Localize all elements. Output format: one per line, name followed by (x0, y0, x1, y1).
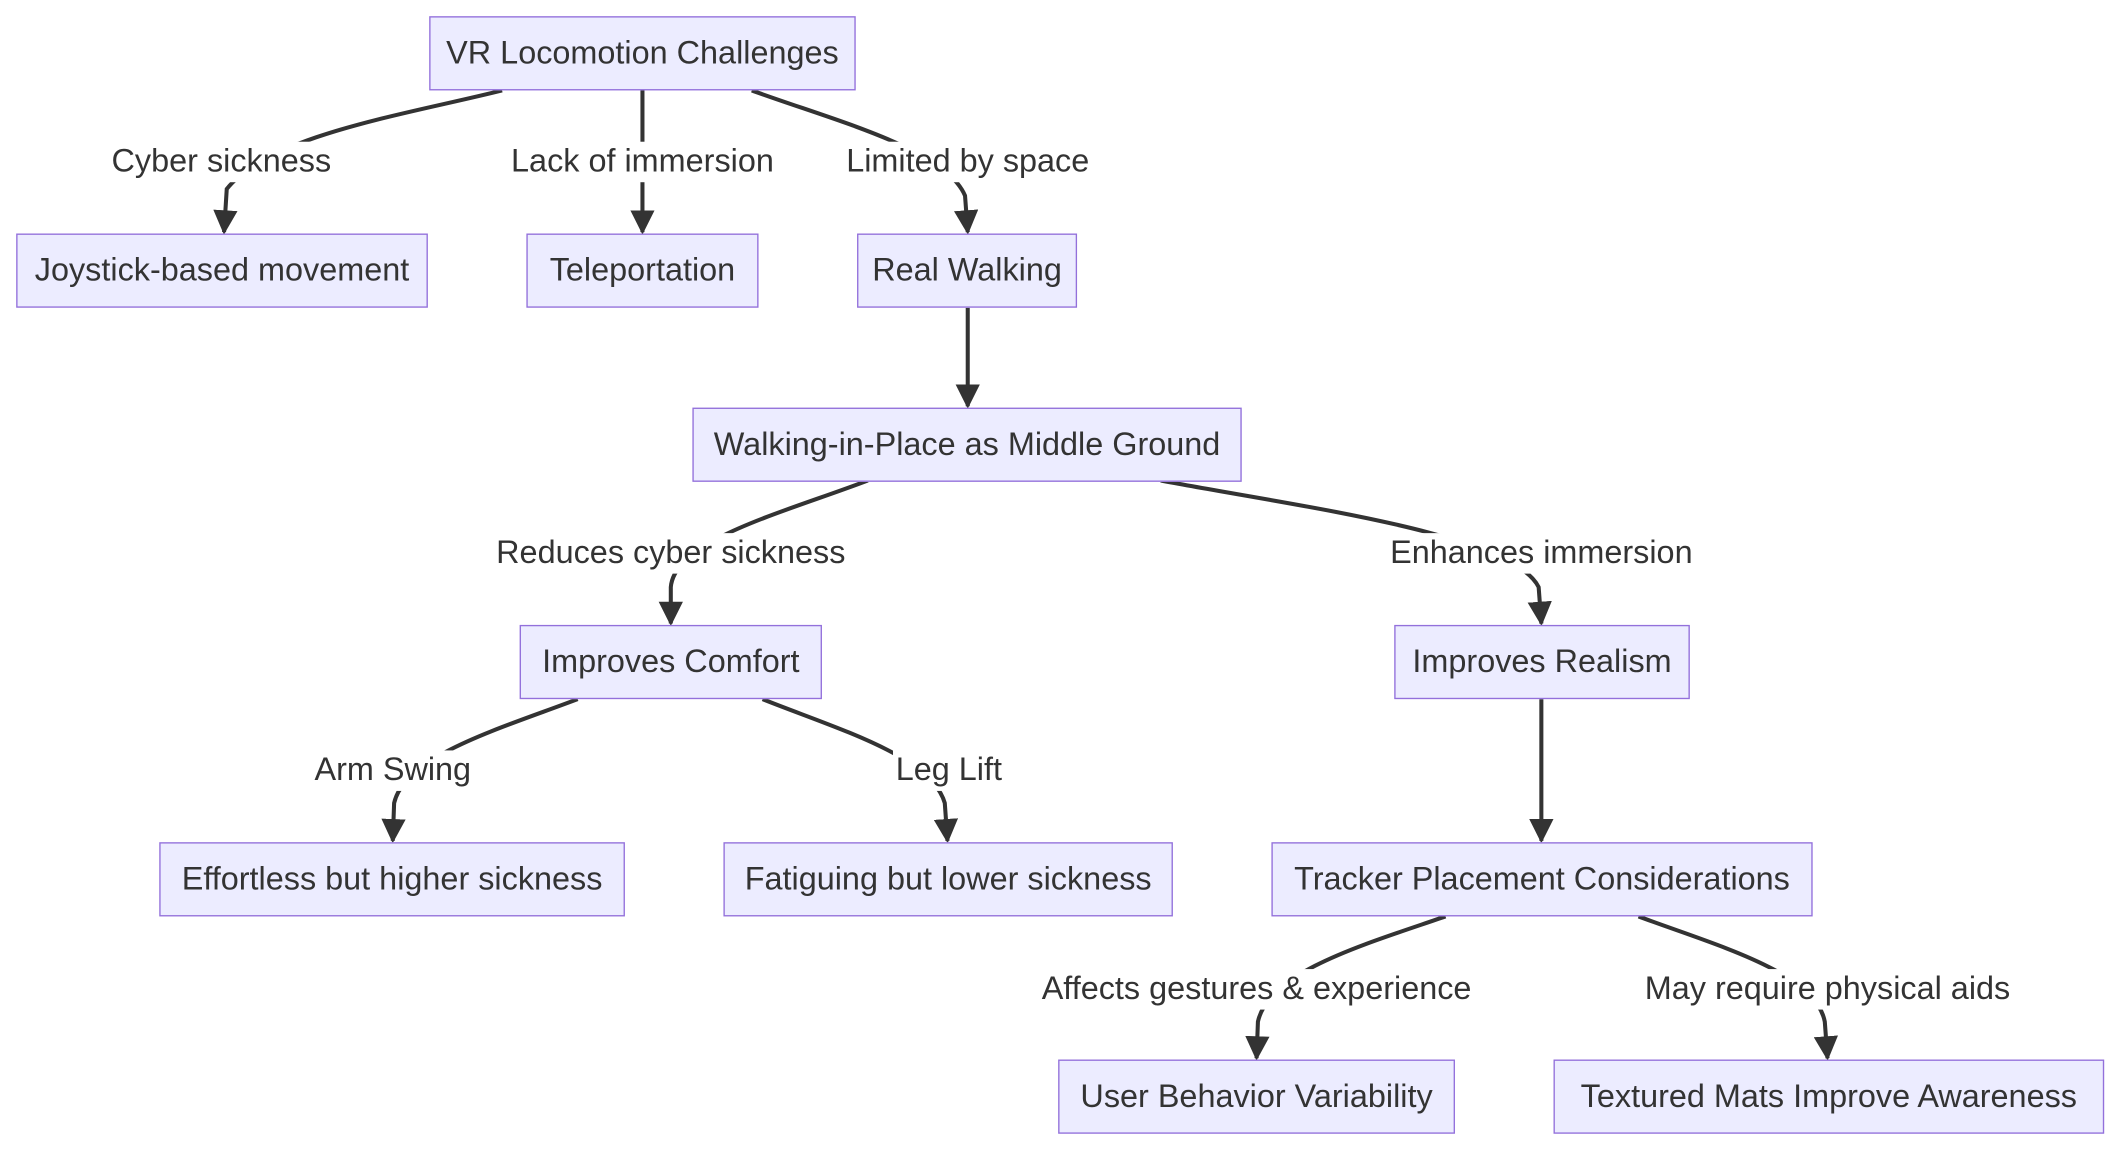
node-improves-realism: Improves Realism (1394, 624, 1690, 700)
edge-tracker-mats (1637, 914, 1838, 1061)
node-real-walking: Real Walking (857, 233, 1078, 308)
edge-label-leg-lift: Leg Lift (893, 750, 1005, 791)
node-user-behavior-variability: User Behavior Variability (1058, 1059, 1455, 1134)
node-textured-mats: Textured Mats Improve Awareness (1553, 1059, 2105, 1134)
edge-label-reduces-cyber-sickness: Reduces cyber sickness (493, 533, 849, 574)
node-effortless-higher-sickness: Effortless but higher sickness (159, 842, 625, 917)
node-tracker-placement: Tracker Placement Considerations (1271, 842, 1813, 917)
edge-wip-comfort (658, 478, 869, 626)
node-improves-comfort: Improves Comfort (519, 624, 822, 700)
edge-label-enhances-immersion: Enhances immersion (1387, 533, 1696, 574)
edge-vr-walking (751, 88, 979, 235)
edge-comfort-fatiguing (761, 697, 959, 844)
edge-label-limited-by-space: Limited by space (843, 141, 1092, 183)
node-vr-locomotion-challenges: VR Locomotion Challenges (429, 16, 856, 91)
node-joystick-movement: Joystick-based movement (16, 233, 428, 308)
edge-label-affects-gestures: Affects gestures & experience (1038, 969, 1475, 1010)
edge-label-cyber-sickness: Cyber sickness (108, 141, 334, 183)
node-teleportation: Teleportation (526, 233, 759, 308)
edge-label-arm-swing: Arm Swing (311, 750, 474, 791)
node-fatiguing-lower-sickness: Fatiguing but lower sickness (723, 842, 1173, 917)
edge-tracker-behavior (1245, 914, 1447, 1061)
edge-label-physical-aids: May require physical aids (1642, 969, 2013, 1010)
node-walking-in-place: Walking-in-Place as Middle Ground (692, 407, 1242, 482)
edge-label-lack-of-immersion: Lack of immersion (508, 141, 777, 183)
edge-comfort-effortless (381, 697, 579, 844)
